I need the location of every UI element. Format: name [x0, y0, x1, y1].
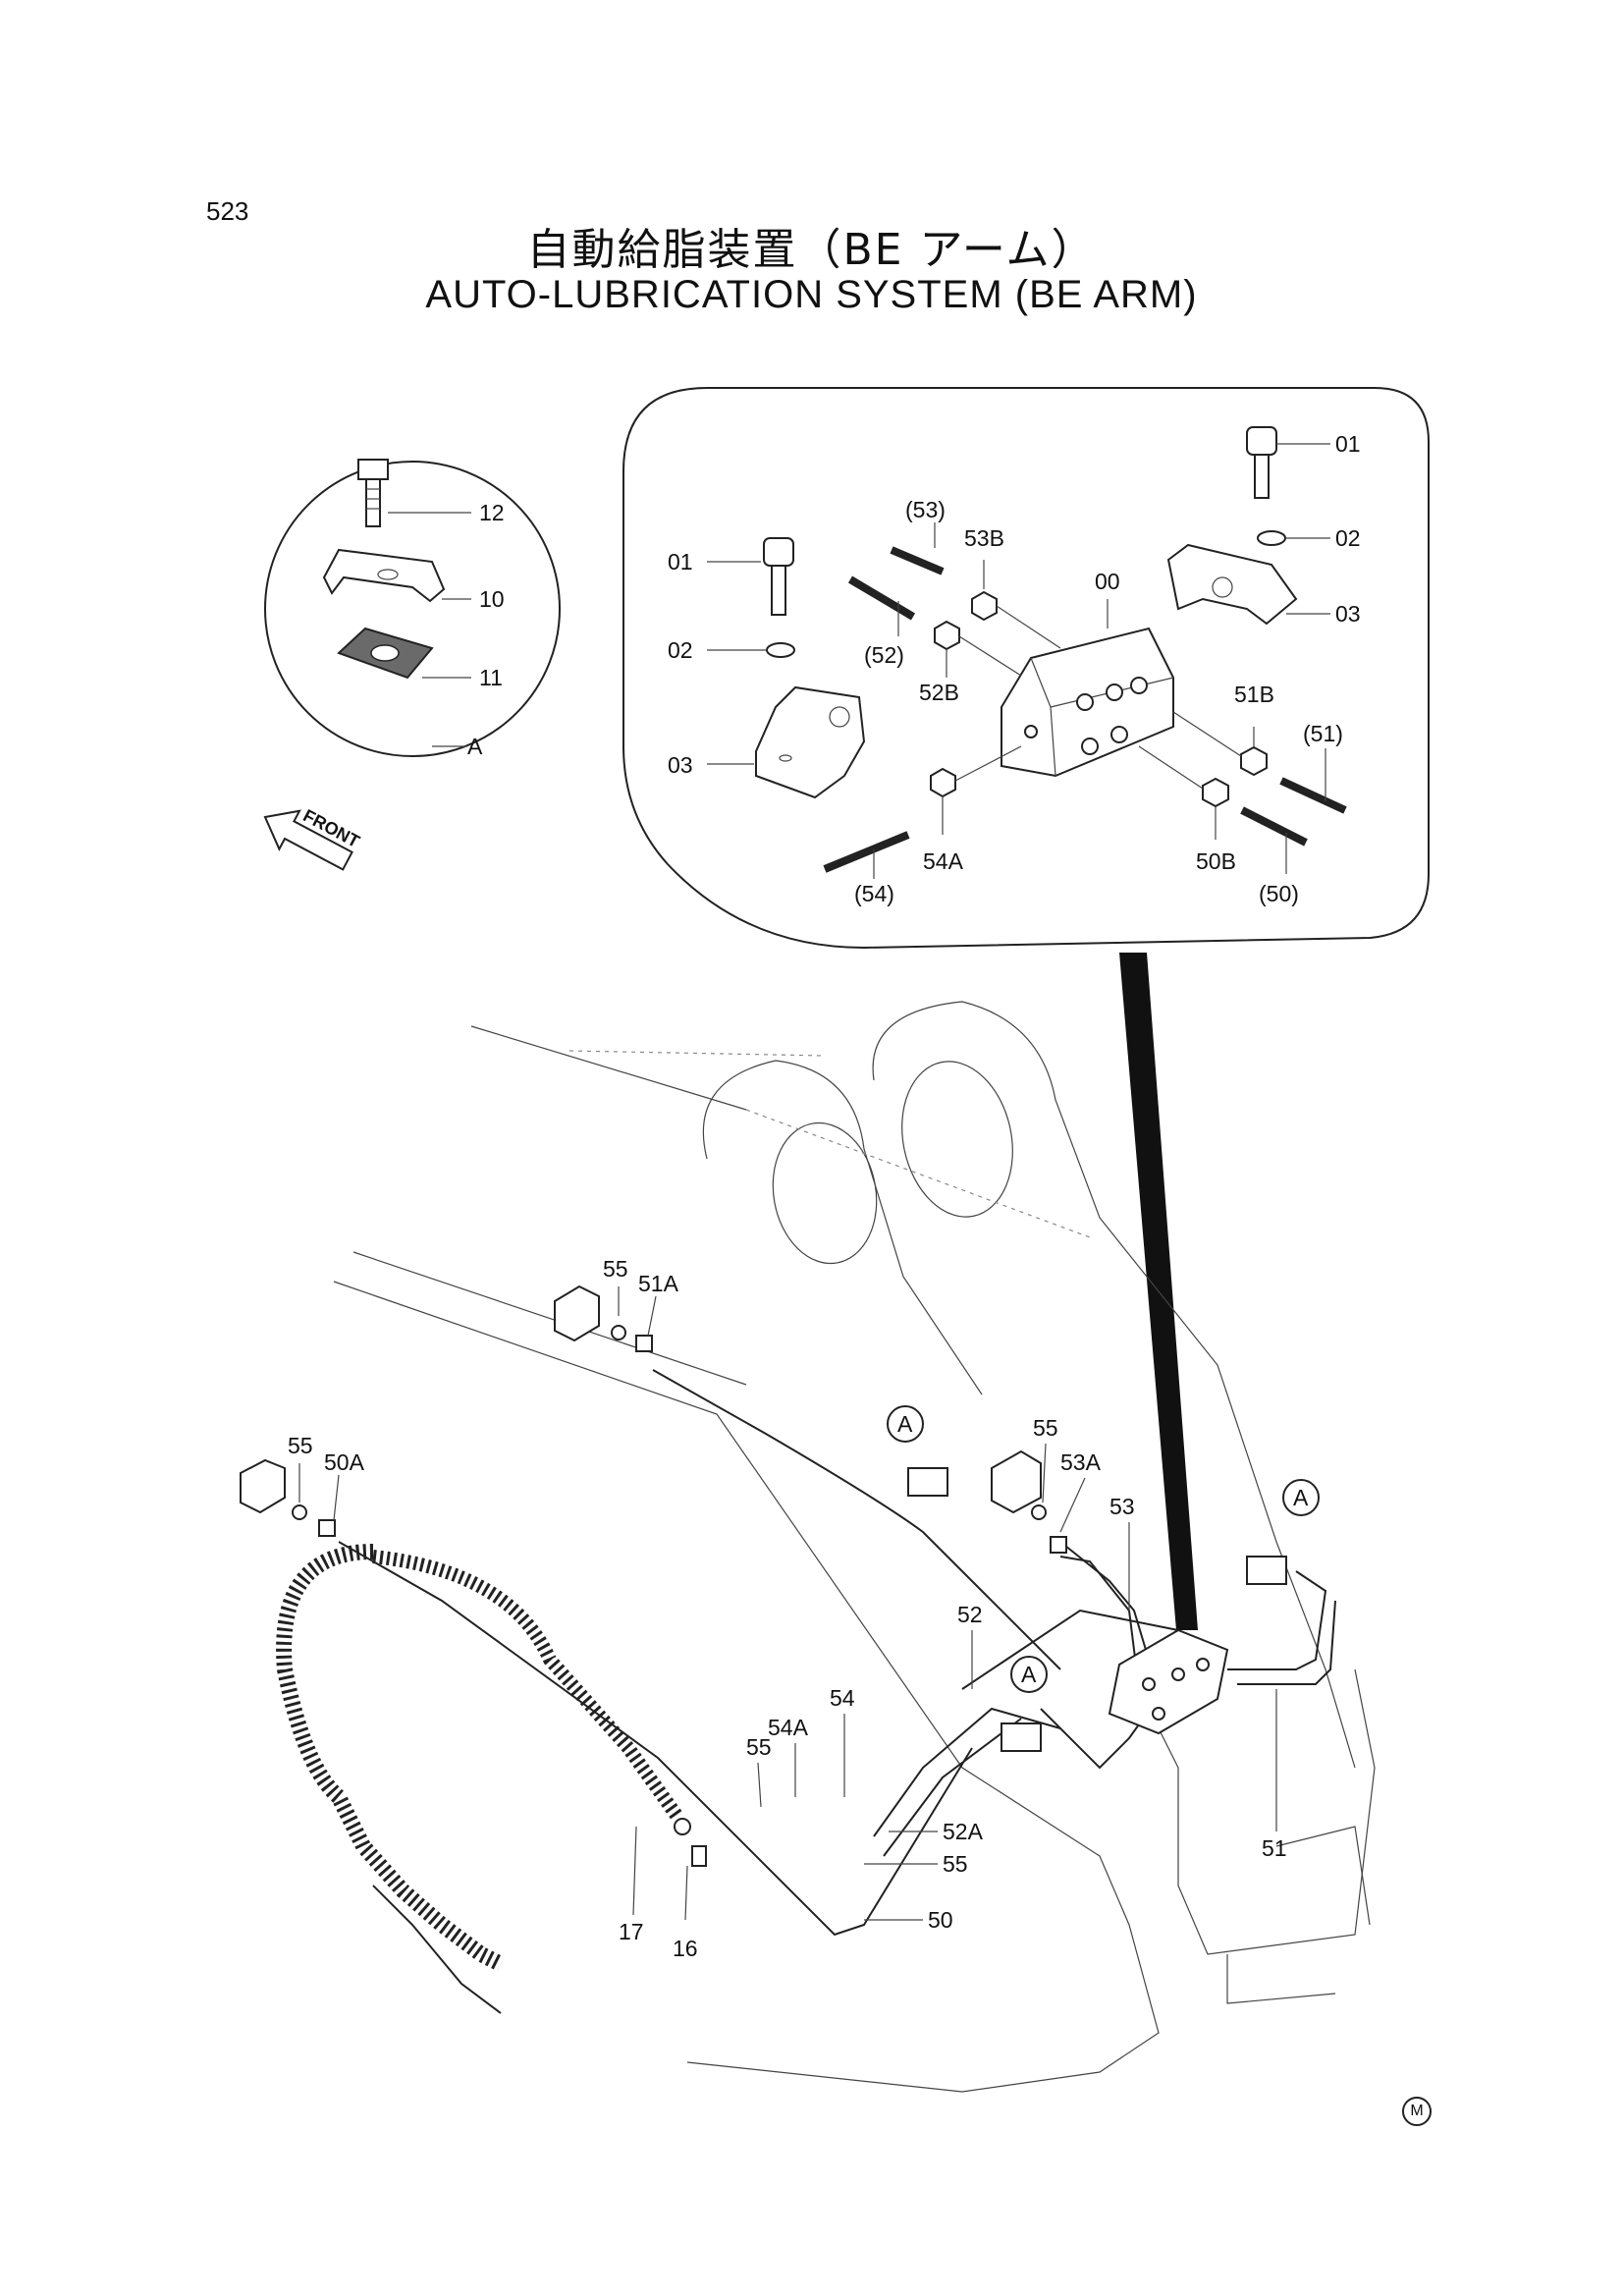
pipe-clamp-a-1: [907, 1467, 948, 1497]
callout-a-letter-1: A: [897, 1411, 913, 1437]
label-51: 51: [1262, 1835, 1287, 1861]
valve-label-02-right: 02: [1335, 525, 1361, 551]
nut-part-51b: [1240, 745, 1268, 777]
detail-a-letter: A: [467, 734, 483, 759]
pipe-clamp-a-2: [1001, 1722, 1042, 1752]
bolt-part-12: [357, 459, 389, 527]
label-55-lower: 55: [746, 1734, 772, 1760]
valve-label-52-paren: (52): [864, 642, 904, 668]
page-title-japanese: 自動給脂装置（BE アーム）: [526, 225, 1097, 275]
left-bolt-part-01: [763, 537, 794, 616]
detail-a-view: [264, 459, 561, 757]
label-16: 16: [673, 1936, 698, 1961]
valve-label-01-left: 01: [668, 549, 693, 574]
callout-a-1: [887, 1405, 924, 1443]
leader-lines: [298, 1286, 1277, 1921]
distribution-valve-block-00: [1001, 627, 1174, 778]
valve-label-54a: 54A: [923, 848, 964, 874]
front-direction-arrow: [263, 809, 353, 871]
nut-part-52b: [934, 620, 960, 651]
valve-block-detail-panel: [622, 387, 1430, 950]
valve-label-53b: 53B: [964, 525, 1004, 551]
right-washer-part-02: [1257, 530, 1286, 546]
label-54: 54: [830, 1685, 855, 1711]
label-52a: 52A: [943, 1819, 984, 1844]
label-53: 53: [1109, 1494, 1135, 1519]
page-number: 523: [206, 196, 249, 226]
label-54a: 54A: [768, 1715, 809, 1740]
detail-a-label-12: 12: [479, 500, 505, 525]
label-50a: 50A: [324, 1449, 365, 1475]
callout-a-letter-2: A: [1021, 1662, 1037, 1687]
grease-block-top: [554, 1285, 653, 1352]
valve-label-51b: 51B: [1234, 682, 1274, 707]
valve-label-54-paren: (54): [854, 881, 894, 906]
flexible-hose-2: [372, 1550, 683, 1822]
right-bracket-part-03: [1166, 543, 1298, 626]
label-50: 50: [928, 1907, 953, 1933]
callout-a-2: [1010, 1656, 1048, 1693]
label-53a: 53A: [1060, 1449, 1102, 1475]
lubrication-pipes: [338, 1369, 1336, 1937]
valve-label-03-left: 03: [668, 752, 693, 778]
left-washer-part-02: [766, 642, 795, 658]
label-55-left: 55: [288, 1433, 313, 1458]
valve-label-00: 00: [1095, 569, 1120, 594]
nut-part-50b: [1202, 777, 1229, 808]
valve-label-02-left: 02: [668, 637, 693, 663]
valve-label-50b: 50B: [1196, 848, 1236, 874]
label-55-bottom: 55: [943, 1851, 968, 1877]
label-55-top: 55: [603, 1256, 628, 1282]
left-bracket-part-03: [755, 685, 866, 799]
nut-part-53b: [971, 590, 998, 622]
label-17: 17: [619, 1919, 644, 1944]
clamp-part-10: [322, 548, 446, 603]
grease-block-middle: [991, 1449, 1067, 1554]
flexible-hose: [276, 1544, 505, 1972]
arm-structure: [333, 1001, 1376, 2093]
valve-label-50-paren: (50): [1259, 881, 1299, 906]
valve-label-51-paren: (51): [1303, 721, 1343, 746]
pipe-clamp-a-3: [1246, 1556, 1287, 1585]
valve-label-01-right: 01: [1335, 431, 1361, 457]
label-55-middle: 55: [1033, 1415, 1058, 1441]
valve-label-52b: 52B: [919, 680, 959, 705]
grease-block-left: [240, 1458, 336, 1537]
page-title-english: AUTO-LUBRICATION SYSTEM (BE ARM): [425, 273, 1198, 316]
installed-valve-block: [1108, 1628, 1229, 1735]
right-bolt-part-01: [1246, 426, 1277, 499]
label-51a: 51A: [638, 1271, 679, 1296]
detail-a-label-11: 11: [479, 665, 503, 690]
callout-a-letter-3: A: [1293, 1485, 1309, 1510]
detail-a-label-10: 10: [479, 586, 505, 612]
valve-label-53-paren: (53): [905, 497, 946, 522]
label-52: 52: [957, 1602, 983, 1627]
valve-label-03-right: 03: [1335, 601, 1361, 627]
callout-a-3: [1282, 1479, 1320, 1516]
nut-part-54a: [930, 767, 956, 798]
manufacturer-mark: M: [1402, 2097, 1432, 2126]
plate-part-11: [337, 627, 434, 680]
